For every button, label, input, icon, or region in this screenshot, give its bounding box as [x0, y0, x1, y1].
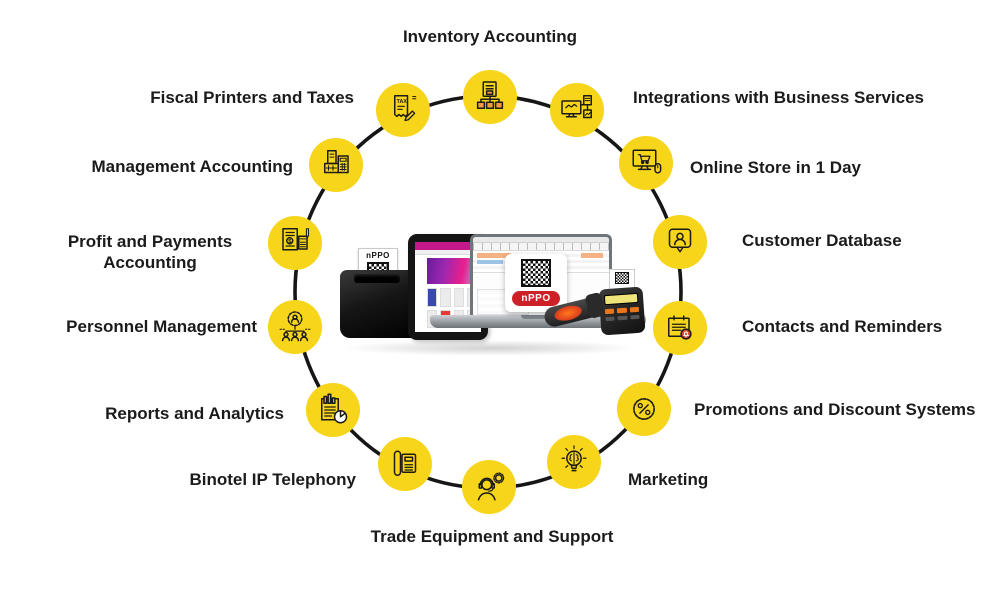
payment-terminal	[598, 286, 646, 336]
feature-node-customer-database	[653, 215, 707, 269]
report-chart-icon	[321, 393, 348, 424]
monitor-cart-icon	[632, 149, 662, 174]
storefront-banner	[427, 258, 477, 284]
feature-label: Integrations with Business Services	[633, 88, 924, 107]
feature-node-profit: $	[268, 216, 322, 270]
feature-node-telephony	[378, 437, 432, 491]
feature-node-promotions	[617, 382, 671, 436]
feature-label: Inventory Accounting	[402, 27, 578, 46]
feature-node-integrations	[550, 83, 604, 137]
feature-label: Binotel IP Telephony	[189, 470, 356, 489]
feature-node-management	[309, 138, 363, 192]
pos-table-highlight	[477, 260, 503, 264]
brand-badge: nPPO	[512, 291, 560, 306]
cash-register-icon	[324, 150, 349, 174]
note-bell-icon	[668, 315, 692, 340]
feature-label: Trade Equipment and Support	[370, 527, 614, 546]
feature-node-personnel	[268, 300, 322, 354]
brand-text: nPPO	[366, 251, 390, 260]
document-hierarchy-icon	[476, 81, 504, 109]
idea-bulb-icon	[561, 445, 587, 472]
scanner-glow	[552, 303, 584, 324]
feature-label: Online Store in 1 Day	[690, 158, 861, 177]
pos-app-titlebar	[473, 237, 609, 243]
feature-label: Management Accounting	[91, 157, 294, 176]
pos-table-highlight	[581, 253, 603, 258]
device-shadow	[340, 340, 640, 356]
customer-bubble-icon	[668, 228, 692, 253]
pos-laptop-base	[430, 315, 646, 328]
feature-label: Customer Database	[742, 231, 902, 250]
svg-text:$: $	[288, 239, 292, 245]
storefront-header	[415, 242, 481, 250]
receipt-printer	[340, 270, 420, 338]
feature-node-support	[462, 460, 516, 514]
storefront-searchbar	[415, 250, 481, 255]
desk-phone-icon	[393, 450, 417, 476]
feature-label: Promotions and Discount Systems	[694, 400, 976, 419]
feature-node-inventory	[463, 70, 517, 124]
percent-badge-icon	[633, 398, 655, 420]
feature-label: Fiscal Printers and Taxes	[150, 88, 354, 107]
qr-code	[521, 259, 551, 287]
feature-node-contacts	[653, 301, 707, 355]
support-headset-icon	[477, 472, 505, 501]
feature-node-online-store	[619, 136, 673, 190]
laptop-notch	[521, 315, 555, 319]
pos-table-highlight	[477, 253, 511, 258]
feature-node-marketing	[547, 435, 601, 489]
terminal-keys	[604, 306, 640, 315]
team-gear-icon	[279, 311, 311, 342]
terminal-keys	[605, 314, 640, 322]
feature-label: Reports and Analytics	[105, 404, 284, 423]
feature-label: Contacts and Reminders	[742, 317, 943, 336]
feature-node-reports	[306, 383, 360, 437]
feature-label: Profit and Payments Accounting	[67, 232, 233, 272]
feature-label: Marketing	[628, 470, 709, 489]
qr-brand-card: nPPO	[505, 254, 567, 312]
qr-code	[615, 272, 629, 284]
svg-text:TAX: TAX	[397, 99, 408, 105]
pos-hardware-image: nPPO	[330, 222, 662, 364]
feature-node-fiscal: TAX	[376, 83, 430, 137]
terminal-screen	[603, 292, 639, 306]
pos-app-toolbar	[473, 243, 609, 251]
tax-receipt-icon: TAX	[394, 95, 417, 122]
printer-slot	[354, 274, 400, 283]
invoice-calculator-icon: $	[282, 228, 310, 251]
feature-label: Personnel Management	[66, 317, 257, 336]
monitor-handshake-icon	[561, 95, 592, 119]
